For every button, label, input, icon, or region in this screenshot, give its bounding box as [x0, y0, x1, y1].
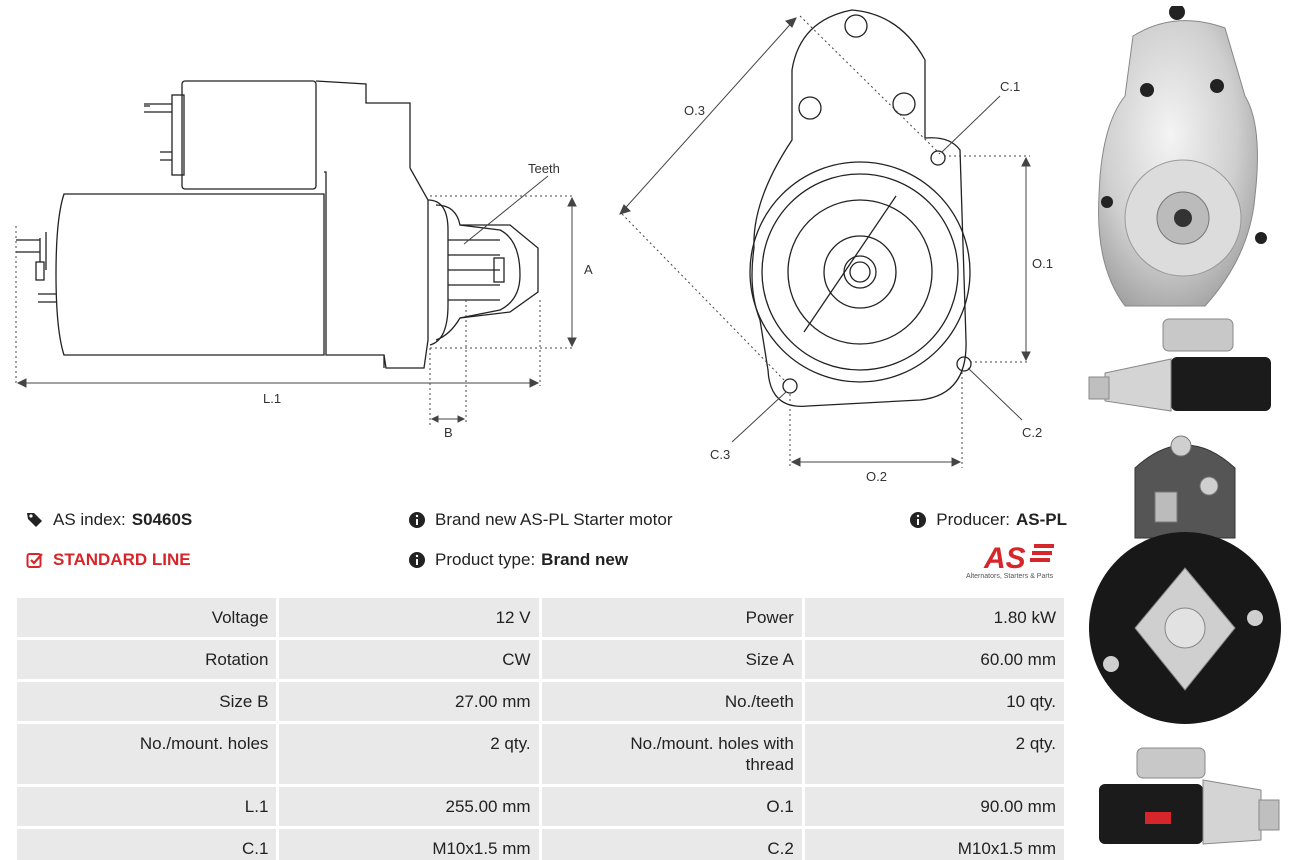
label-o2: O.2	[866, 469, 887, 484]
info-circle-icon	[409, 512, 425, 528]
label-c3: C.3	[710, 447, 730, 462]
info-circle-icon	[409, 552, 425, 568]
spec-label: No./mount. holes with thread	[541, 724, 802, 784]
spec-label: Voltage	[17, 598, 277, 637]
spec-value: 255.00 mm	[279, 787, 539, 826]
label-o3: O.3	[684, 103, 705, 118]
spec-value: 12 V	[279, 598, 539, 637]
side-dimensions	[15, 175, 577, 425]
standard-line-label: STANDARD LINE	[53, 550, 191, 569]
label-o1: O.1	[1032, 256, 1053, 271]
spec-label: No./teeth	[541, 682, 802, 721]
front-dimensions	[619, 15, 1031, 468]
product-description: Brand new AS-PL Starter motor	[408, 510, 672, 530]
product-description-text: Brand new AS-PL Starter motor	[435, 510, 673, 529]
spec-value: 2 qty.	[804, 724, 1064, 784]
spec-label: Size A	[541, 640, 802, 679]
label-a: A	[584, 262, 593, 277]
product-photo-rear	[1085, 428, 1285, 733]
label-l1: L.1	[263, 391, 281, 406]
spec-value: M10x1.5 mm	[804, 829, 1064, 860]
spec-value: M10x1.5 mm	[279, 829, 539, 860]
as-pl-logo: AS	[983, 542, 1054, 575]
as-index: AS index: S0460S	[26, 510, 192, 530]
spec-label: O.1	[541, 787, 802, 826]
producer: Producer: AS-PL	[909, 510, 1067, 530]
spec-label: No./mount. holes	[17, 724, 277, 784]
spec-label: C.2	[541, 829, 802, 860]
product-photo-front	[1085, 6, 1285, 312]
producer-label: Producer:	[936, 510, 1010, 529]
as-index-value: S0460S	[131, 510, 193, 529]
logo-mark: AS	[983, 542, 1026, 575]
product-type-label: Product type:	[435, 550, 536, 569]
spec-value: 2 qty.	[279, 724, 539, 784]
technical-drawing: Teeth A L.1 B O.3 C.1 O.1 C.2 C.3 O.2	[15, 9, 1053, 484]
product-type-value: Brand new	[541, 550, 629, 569]
spec-label: C.1	[17, 829, 277, 860]
as-index-label: AS index:	[53, 510, 126, 529]
spec-label: L.1	[17, 787, 277, 826]
tags-icon	[27, 513, 42, 527]
standard-line: STANDARD LINE	[26, 550, 191, 570]
spec-value: CW	[279, 640, 539, 679]
spec-value: 27.00 mm	[279, 682, 539, 721]
label-c1: C.1	[1000, 79, 1020, 94]
spec-label: Size B	[17, 682, 277, 721]
product-photo-side-top	[1085, 315, 1285, 415]
product-photo-side-bottom	[1085, 740, 1285, 850]
product-type: Product type: Brand new	[408, 550, 628, 570]
label-b: B	[444, 425, 453, 440]
spec-value: 1.80 kW	[804, 598, 1064, 637]
spec-value: 90.00 mm	[804, 787, 1064, 826]
spec-value: 10 qty.	[804, 682, 1064, 721]
spec-label: Rotation	[17, 640, 277, 679]
check-square-icon	[26, 553, 43, 568]
producer-value: AS-PL	[1016, 510, 1067, 529]
label-c2: C.2	[1022, 425, 1042, 440]
logo-tagline: Alternators, Starters & Parts	[966, 573, 1054, 580]
label-teeth: Teeth	[528, 161, 560, 176]
spec-value: 60.00 mm	[804, 640, 1064, 679]
side-view	[16, 80, 539, 369]
front-view	[749, 9, 972, 407]
spec-label: Power	[541, 598, 802, 637]
info-circle-icon	[910, 512, 927, 528]
